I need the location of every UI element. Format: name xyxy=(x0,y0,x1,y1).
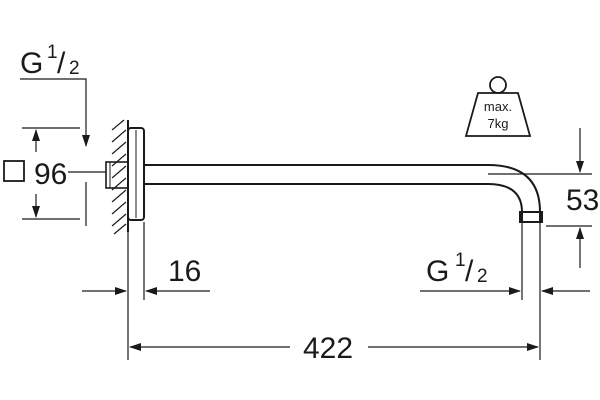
thread-fraction-slash-br: / xyxy=(465,255,474,288)
max-weight-badge: max. 7kg xyxy=(464,76,532,137)
thread-fraction-denominator: 2 xyxy=(69,58,80,79)
thread-label-bottom-right: G 1 / 2 xyxy=(420,222,590,360)
flange-size-value: 96 xyxy=(34,158,67,191)
thread-fraction-denominator-br: 2 xyxy=(477,266,488,287)
offset-height-value: 53 xyxy=(566,184,599,217)
flange-thickness-value: 16 xyxy=(168,255,201,288)
arm-length-dimension: 422 xyxy=(129,332,539,365)
weight-badge-line2: 7kg xyxy=(488,116,509,131)
shower-arm xyxy=(144,164,543,223)
thread-label-top-left: G 1 / 2 xyxy=(20,42,90,147)
weight-hook-icon xyxy=(489,76,507,94)
square-symbol-icon xyxy=(3,160,25,182)
weight-icon xyxy=(464,92,532,137)
offset-height-dimension: 53 xyxy=(488,128,599,268)
arm-length-value: 422 xyxy=(303,332,353,365)
thread-fraction-numerator: 1 xyxy=(47,42,58,63)
wall-hatching xyxy=(111,119,129,235)
thread-fraction-slash: / xyxy=(57,47,66,80)
flange-size-dimension: 96 xyxy=(3,127,106,226)
flange-thickness-dimension: 16 xyxy=(82,222,210,360)
weight-badge-line1: max. xyxy=(484,99,512,114)
thread-stub xyxy=(105,161,129,189)
thread-g-letter: G xyxy=(20,47,43,80)
thread-fraction-numerator-br: 1 xyxy=(455,250,466,271)
thread-g-letter-br: G xyxy=(426,255,449,288)
wall-flange xyxy=(127,127,145,221)
